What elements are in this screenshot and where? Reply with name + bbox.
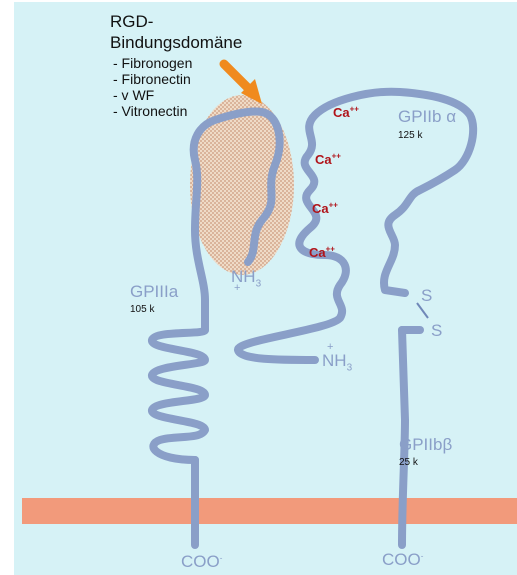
gpiib-beta-label: GPIIbβ bbox=[399, 436, 452, 453]
disulfide-bond bbox=[417, 303, 428, 318]
nh3-charge: + bbox=[327, 341, 333, 353]
ligand-item: - Fibronectin bbox=[113, 72, 191, 86]
nh3-terminus-gpiib-alpha: NH3 bbox=[322, 352, 352, 369]
calcium-site-label: Ca++ bbox=[312, 202, 338, 215]
disulfide-sulfur-1: S bbox=[421, 287, 432, 304]
gpiib-alpha-mass: 125 k bbox=[398, 131, 422, 141]
gpiib-beta-mass: 25 k bbox=[399, 458, 418, 468]
gpiiia-mass: 105 k bbox=[130, 305, 154, 315]
calcium-site-label: Ca++ bbox=[333, 106, 359, 119]
coo-terminus-gpiib-beta: COO- bbox=[382, 551, 423, 568]
gpiib-alpha-label: GPIIb α bbox=[398, 108, 456, 125]
calcium-site-label: Ca++ bbox=[309, 246, 335, 259]
disulfide-sulfur-2: S bbox=[431, 322, 442, 339]
rgd-title-line2: Bindungsdomäne bbox=[110, 34, 242, 51]
coo-terminus-gpiiia: COO- bbox=[181, 553, 222, 570]
ligand-item: - Vitronectin bbox=[113, 104, 187, 118]
ligand-item: - Fibronogen bbox=[113, 56, 192, 70]
nh3-charge: + bbox=[234, 282, 240, 294]
calcium-site-label: Ca++ bbox=[315, 153, 341, 166]
rgd-title-line1: RGD- bbox=[110, 13, 153, 30]
gpiiia-label: GPIIIa bbox=[130, 283, 178, 300]
ligand-item: - v WF bbox=[113, 88, 154, 102]
